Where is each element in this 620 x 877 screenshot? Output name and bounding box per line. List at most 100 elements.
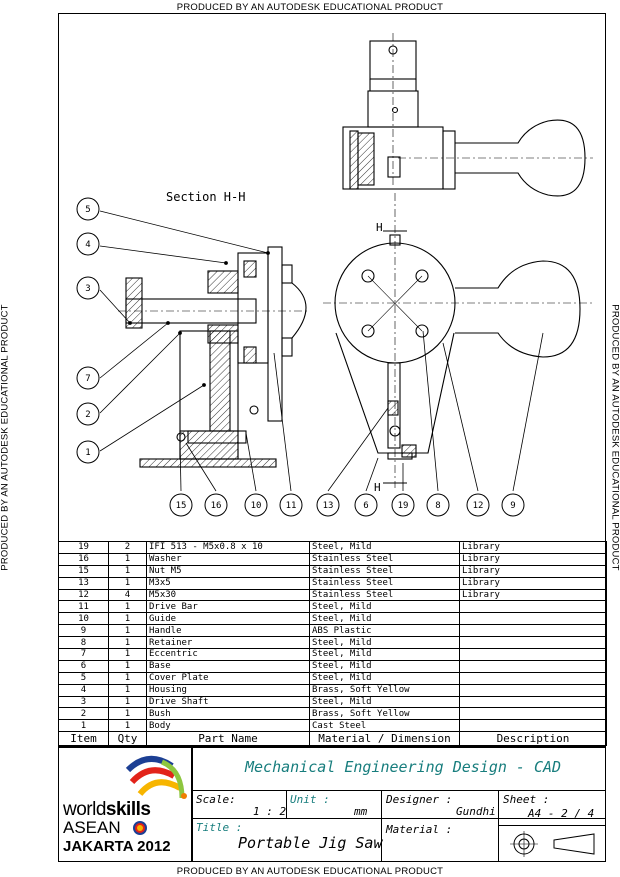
cell-qty: 1 (108, 624, 147, 638)
cell-description: Library (459, 576, 607, 590)
logo-world: world (63, 799, 106, 820)
header-item: Item (58, 731, 109, 747)
section-label: Section H-H (166, 190, 245, 204)
cell-item: 7 (58, 648, 109, 661)
drawing-sheet-border (58, 13, 606, 862)
cell-material: Steel, Mild (309, 659, 460, 673)
svg-text:9: 9 (510, 501, 515, 511)
item-balloons: 5 4 3 7 2 1 15 16 10 11 13 6 19 8 12 9 (76, 197, 525, 517)
cell-qty: 1 (108, 648, 147, 661)
watermark-right: PRODUCED BY AN AUTODESK EDUCATIONAL PROD… (609, 304, 620, 571)
cell-description: Library (459, 588, 607, 602)
cell-qty: 1 (108, 564, 147, 578)
cell-part-name: Eccentric (146, 648, 310, 661)
cell-description (459, 624, 607, 638)
cell-description: Library (459, 564, 607, 578)
balloon: 6 (354, 493, 378, 517)
balloon: 5 (76, 197, 100, 221)
cell-part-name: Drive Shaft (146, 695, 310, 709)
watermark-left: PRODUCED BY AN AUTODESK EDUCATIONAL PROD… (0, 304, 11, 571)
cell-description (459, 683, 607, 697)
cell-description: Library (459, 541, 607, 554)
header-material: Material / Dimension (309, 731, 460, 747)
cell-item: 3 (58, 695, 109, 709)
cell-qty: 2 (108, 541, 147, 554)
balloon: 11 (279, 493, 303, 517)
material-label: Material : (386, 823, 453, 836)
cell-qty: 1 (108, 612, 147, 626)
projection-symbol-icon (510, 831, 595, 857)
cell-item: 8 (58, 636, 109, 650)
cell-item: 13 (58, 576, 109, 590)
cell-part-name: M3x5 (146, 576, 310, 590)
parts-list-header: Item Qty Part Name Material / Dimension … (58, 731, 607, 747)
cell-qty: 1 (108, 671, 147, 685)
cell-material: Steel, Mild (309, 636, 460, 650)
worldskills-swoosh-icon (125, 756, 187, 799)
cell-description (459, 659, 607, 673)
cell-item: 5 (58, 671, 109, 685)
svg-text:8: 8 (435, 501, 440, 511)
cell-material: Brass, Soft Yellow (309, 683, 460, 697)
asean-emblem-icon (133, 821, 147, 835)
svg-text:4: 4 (85, 240, 90, 250)
balloon: 2 (76, 402, 100, 426)
cell-description (459, 600, 607, 614)
cell-material: Stainless Steel (309, 552, 460, 566)
header-description: Description (459, 731, 607, 747)
section-marker-top: H (376, 221, 383, 234)
sheet-value: A4 - 2 / 4 (528, 807, 595, 820)
cell-part-name: Drive Bar (146, 600, 310, 614)
cell-description (459, 671, 607, 685)
balloon: 19 (391, 493, 415, 517)
cell-qty: 1 (108, 707, 147, 721)
cell-item: 19 (58, 541, 109, 554)
watermark-bottom: PRODUCED BY AN AUTODESK EDUCATIONAL PROD… (176, 866, 444, 877)
sheet-label: Sheet : (503, 793, 550, 806)
cell-material: Stainless Steel (309, 588, 460, 602)
engineering-drawing: Section H-H H (76, 33, 593, 517)
svg-text:1: 1 (85, 448, 90, 458)
cell-part-name: Body (146, 719, 310, 733)
balloon: 16 (204, 493, 228, 517)
cell-qty: 1 (108, 600, 147, 614)
cell-part-name: Housing (146, 683, 310, 697)
cell-part-name: Handle (146, 624, 310, 638)
svg-text:16: 16 (211, 501, 222, 511)
section-marker-bottom: H (374, 481, 381, 494)
cell-material: Steel, Mild (309, 600, 460, 614)
cell-description (459, 719, 607, 733)
cell-qty: 1 (108, 683, 147, 697)
cell-item: 9 (58, 624, 109, 638)
cell-description: Library (459, 552, 607, 566)
balloon: 8 (426, 493, 450, 517)
svg-text:6: 6 (363, 501, 368, 511)
balloon: 4 (76, 232, 100, 256)
cell-item: 10 (58, 612, 109, 626)
scale-label: Scale: (196, 793, 236, 806)
header-part-name: Part Name (146, 731, 310, 747)
cell-material: Stainless Steel (309, 576, 460, 590)
cell-qty: 1 (108, 576, 147, 590)
cell-item: 16 (58, 552, 109, 566)
balloon: 15 (169, 493, 193, 517)
cell-part-name: M5x30 (146, 588, 310, 602)
cell-part-name: Guide (146, 612, 310, 626)
svg-text:12: 12 (473, 501, 484, 511)
unit-value: mm (354, 805, 368, 818)
unit-label: Unit : (290, 793, 330, 806)
cell-description (459, 695, 607, 709)
cell-material: Steel, Mild (309, 671, 460, 685)
cell-item: 11 (58, 600, 109, 614)
